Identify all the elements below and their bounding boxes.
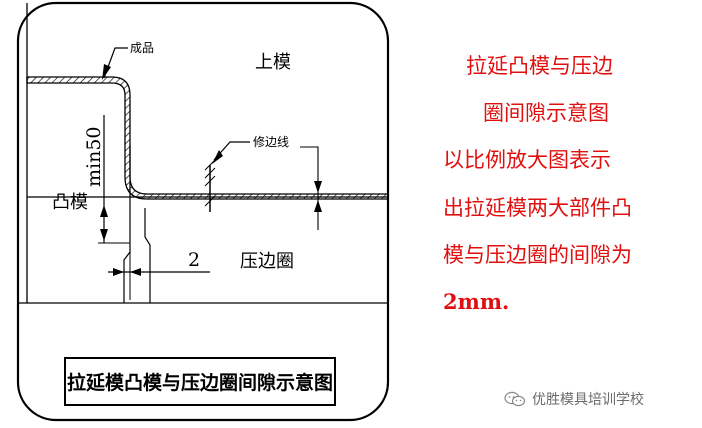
punch-step-outline bbox=[123, 208, 151, 303]
product-leader bbox=[103, 47, 128, 79]
trim-line-hatch bbox=[204, 159, 216, 207]
upper-die-label: 上模 bbox=[255, 52, 291, 73]
watermark-text: 优胜模具培训学校 bbox=[532, 392, 644, 408]
trim-leader-arrow bbox=[212, 150, 223, 164]
caption-box-text: 拉延模凸模与压边圈间隙示意图 bbox=[67, 371, 333, 394]
trim-line-label: 修边线 bbox=[253, 134, 289, 149]
right-arrow-bottom bbox=[314, 200, 322, 212]
watermark: 优胜模具培训学校 bbox=[504, 389, 644, 409]
blank-holder-label: 压边圈 bbox=[240, 251, 294, 272]
wechat-icon bbox=[504, 391, 526, 407]
min50-arrow-bottom bbox=[100, 229, 108, 241]
gap-arrow-right bbox=[130, 268, 141, 276]
explanation-line-1: 拉延凸模与压边 bbox=[466, 54, 613, 78]
product-leader-arrow bbox=[102, 64, 111, 80]
caption-box bbox=[64, 357, 336, 406]
explanation-line-3: 以比例放大图表示 bbox=[443, 148, 611, 172]
explanation-line-6: 2mm. bbox=[443, 289, 510, 314]
punch-label: 凸模 bbox=[52, 192, 88, 213]
explanation-line-2: 圈间隙示意图 bbox=[483, 101, 609, 125]
right-dimension-bracket bbox=[300, 146, 319, 230]
product-sheet-profile bbox=[26, 76, 389, 200]
product-label: 成品 bbox=[130, 41, 154, 55]
gap-arrow-left bbox=[113, 268, 124, 276]
explanation-line-4: 出拉延模两大部件凸 bbox=[443, 196, 632, 220]
right-arrow-top bbox=[314, 181, 322, 193]
gap-dimension-label: 2 bbox=[188, 249, 200, 271]
min50-arrow-top bbox=[100, 205, 108, 217]
diagram-frame bbox=[16, 1, 390, 422]
min50-label: min50 bbox=[83, 126, 105, 187]
explanation-line-5: 模与压边圈的间隙为 bbox=[443, 243, 632, 267]
